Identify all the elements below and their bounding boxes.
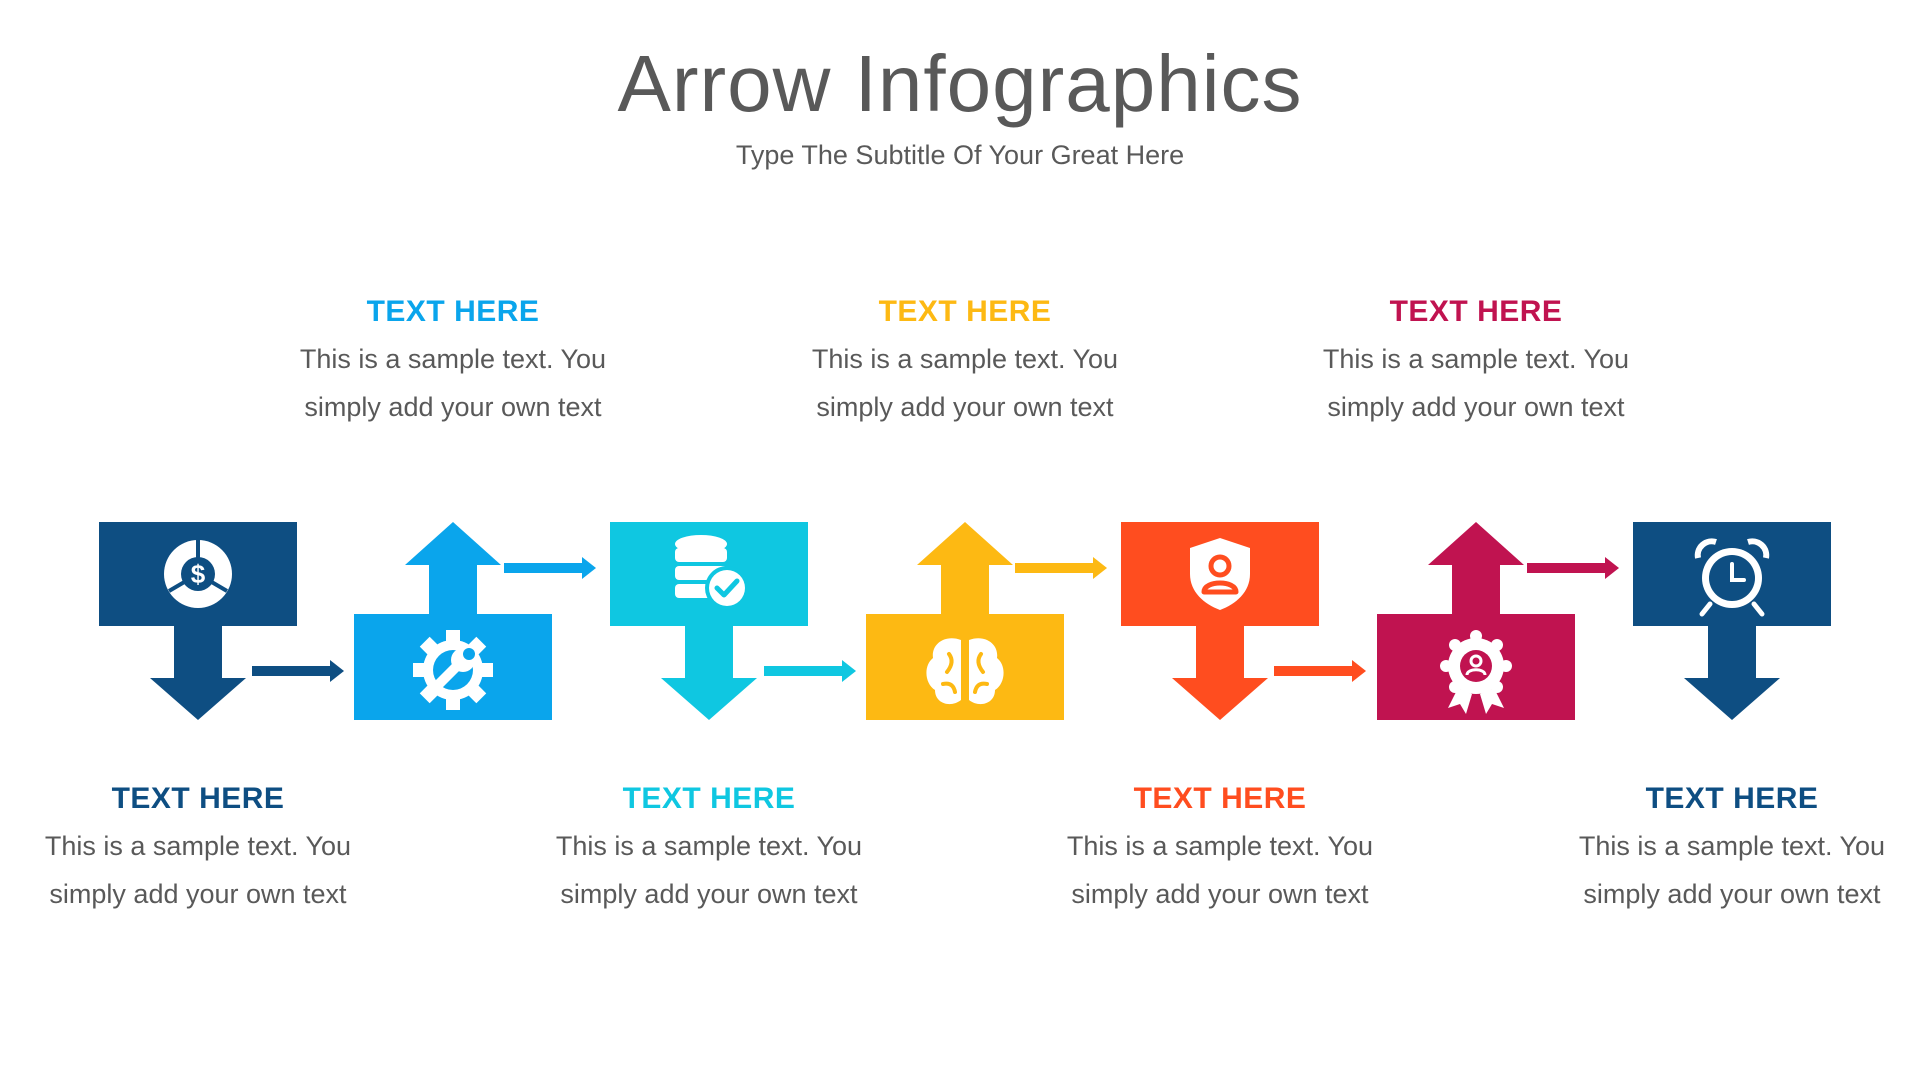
step-5-line-1: This is a sample text. You: [1066, 831, 1374, 861]
step-1-text: TEXT HERE This is a sample text. You simp…: [0, 782, 408, 918]
dollar-pie-icon: [162, 538, 234, 610]
wrench-gear-icon: [413, 630, 493, 710]
step-5-text: TEXT HERE This is a sample text. You simp…: [1010, 782, 1430, 918]
step-2-shape: [354, 522, 552, 720]
step-1-shape: [99, 522, 297, 720]
step-3-heading: TEXT HERE: [622, 782, 796, 815]
connector-arrow-3: [764, 660, 856, 682]
connector-arrow-1: [252, 660, 344, 682]
step-3-text: TEXT HERE This is a sample text. You simp…: [499, 782, 919, 918]
step-3-line-2: simply add your own text: [560, 879, 858, 909]
step-2-text: TEXT HERE This is a sample text. You simp…: [243, 295, 663, 431]
step-2-heading: TEXT HERE: [366, 295, 540, 328]
step-4-line-2: simply add your own text: [816, 392, 1114, 422]
step-6-line-2: simply add your own text: [1327, 392, 1625, 422]
page-title: Arrow Infographics: [617, 39, 1303, 128]
step-4-shape: [866, 522, 1064, 720]
step-6-shape: [1377, 522, 1575, 720]
step-7-shape: [1633, 522, 1831, 720]
step-3-line-1: This is a sample text. You: [555, 831, 863, 861]
page-subtitle: Type The Subtitle Of Your Great Here: [735, 140, 1185, 170]
step-1-line-2: simply add your own text: [49, 879, 347, 909]
step-3-shape: [610, 522, 808, 720]
step-7-text: TEXT HERE This is a sample text. You simp…: [1522, 782, 1920, 918]
step-6-heading: TEXT HERE: [1389, 295, 1563, 328]
step-4-text: TEXT HERE This is a sample text. You simp…: [755, 295, 1175, 431]
connector-arrow-2: [504, 557, 596, 579]
step-2-line-2: simply add your own text: [304, 392, 602, 422]
step-6-text: TEXT HERE This is a sample text. You simp…: [1266, 295, 1686, 431]
connector-arrow-4: [1015, 557, 1107, 579]
step-7-line-2: simply add your own text: [1583, 879, 1881, 909]
step-1-heading: TEXT HERE: [111, 782, 285, 815]
step-4-heading: TEXT HERE: [878, 295, 1052, 328]
step-2-line-1: This is a sample text. You: [299, 344, 607, 374]
connector-arrow-6: [1527, 557, 1619, 579]
step-7-heading: TEXT HERE: [1645, 782, 1819, 815]
step-5-line-2: simply add your own text: [1071, 879, 1369, 909]
step-5-shape: [1121, 522, 1319, 720]
step-4-line-1: This is a sample text. You: [811, 344, 1119, 374]
step-5-heading: TEXT HERE: [1133, 782, 1307, 815]
step-6-line-1: This is a sample text. You: [1322, 344, 1630, 374]
connector-arrow-5: [1274, 660, 1366, 682]
step-7-line-1: This is a sample text. You: [1578, 831, 1886, 861]
step-1-line-1: This is a sample text. You: [44, 831, 352, 861]
